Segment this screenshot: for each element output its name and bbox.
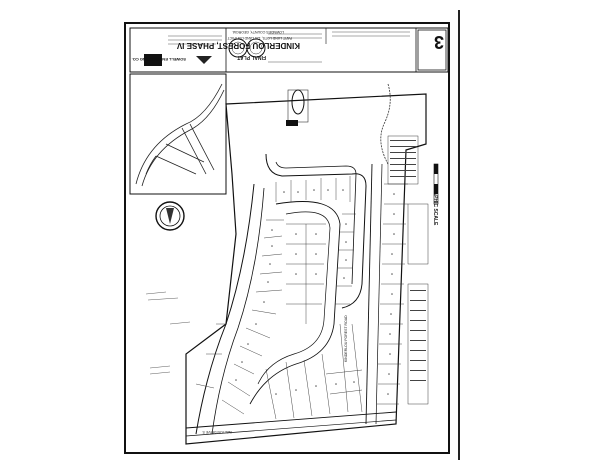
street-label-bottom: WALTON DRIVE S — [202, 430, 233, 434]
street-label-mid: KINDERLOU FOREST ROAD — [344, 315, 348, 362]
sheet-number-box — [417, 29, 447, 71]
county-label: LOWNDES COUNTY, GEORGIA — [232, 30, 284, 34]
graphic-scale-bar — [433, 163, 439, 205]
pond-outline — [291, 89, 305, 115]
lot-lines — [195, 176, 408, 420]
plan-title: KINDERLOU FOREST, PHASE IV — [176, 41, 300, 50]
vicinity-map-frame — [129, 73, 227, 195]
north-seal-icon — [155, 201, 185, 231]
seal-icon — [246, 38, 266, 58]
engineer-name: SOWELL ENGINEERING CO. — [131, 57, 186, 62]
plat-drawing — [129, 27, 449, 445]
plan-label: FINAL PLAT — [237, 54, 266, 60]
lot-markers — [235, 189, 395, 395]
company-mark-icon — [196, 56, 212, 64]
graphic-scale-label: GRAPHIC SCALE — [432, 184, 438, 226]
engineer-logo-icon — [144, 54, 162, 66]
plan-subtitle: PART LAND LOTS, 126 LAND DISTRICT — [227, 36, 292, 40]
subdivision-boundary — [185, 93, 427, 445]
title-block-frame — [129, 27, 449, 73]
curve-tables — [387, 135, 429, 405]
sheet-number: 3 — [433, 32, 444, 52]
main-road — [195, 183, 255, 435]
page-edge-line — [458, 10, 460, 460]
street-centerline — [265, 153, 367, 309]
plat-sheet — [124, 22, 450, 454]
